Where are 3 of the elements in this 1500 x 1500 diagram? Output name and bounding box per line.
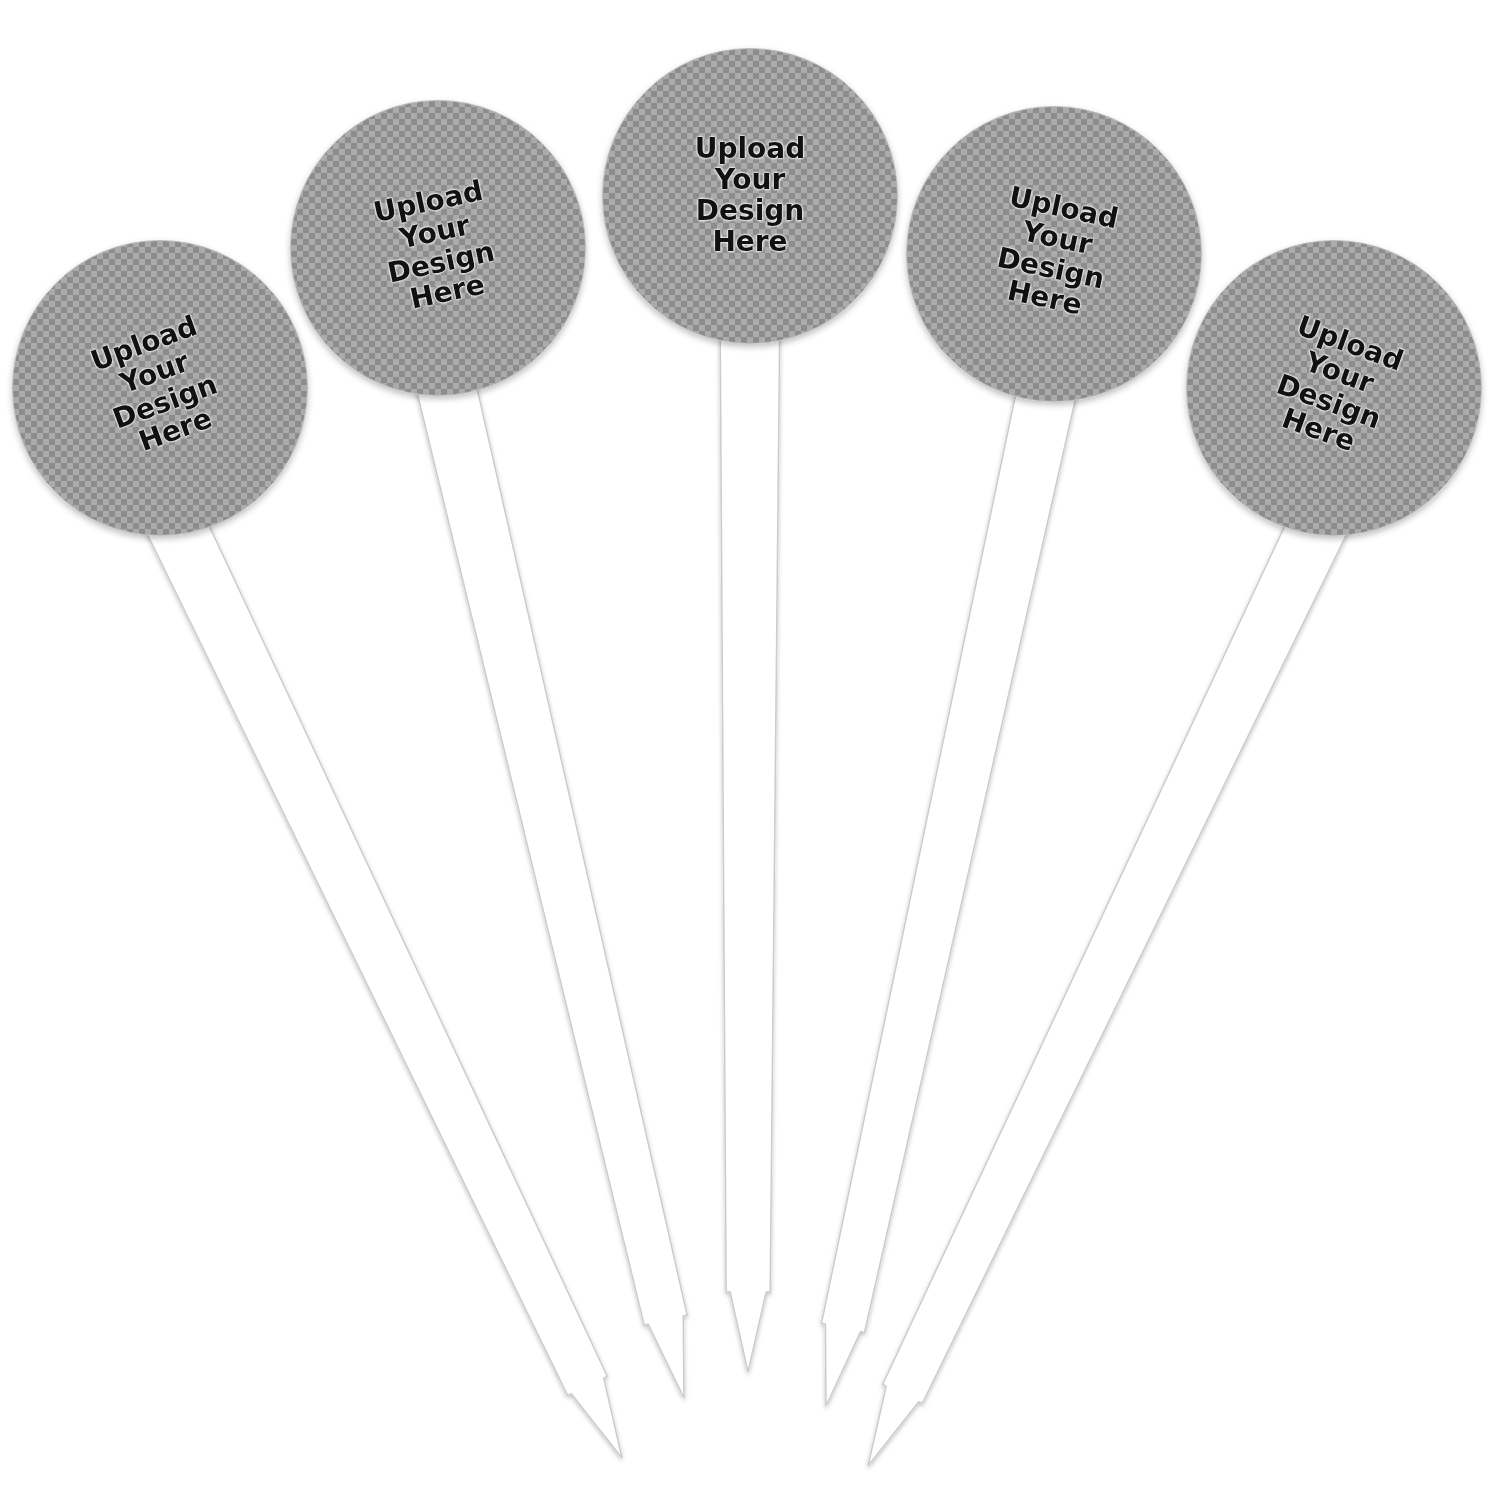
upload-prompt: Upload Your Design Here xyxy=(369,173,499,319)
upload-prompt: Upload Your Design Here xyxy=(993,179,1123,325)
upload-prompt: Upload Your Design Here xyxy=(693,134,807,258)
